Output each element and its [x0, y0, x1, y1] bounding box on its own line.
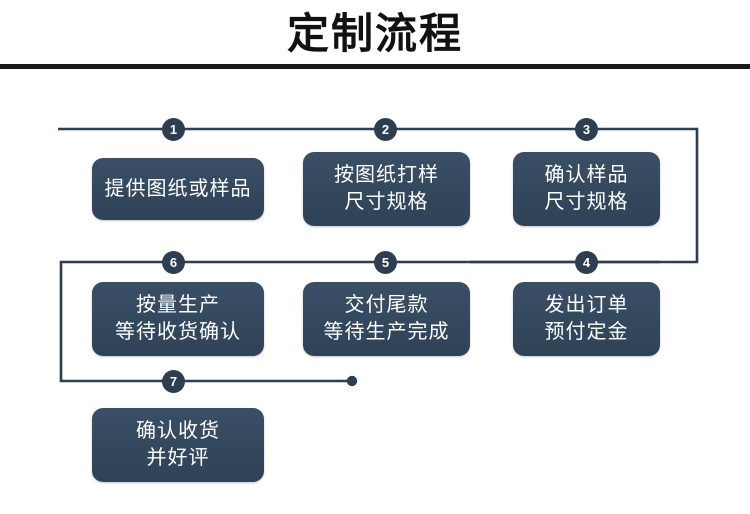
step-box-5-line-1: 交付尾款: [344, 294, 429, 316]
step-box-5-line-2: 等待生产完成: [323, 321, 450, 343]
step-box-2-line-1: 按图纸打样: [334, 164, 439, 186]
step-box-7-line-1: 确认收货: [136, 420, 220, 442]
step-box-4-line-1: 发出订单: [544, 294, 629, 316]
step-badge-7: 7: [162, 370, 185, 393]
step-box-1: 提供图纸或样品: [92, 158, 264, 220]
step-box-2: 按图纸打样 尺寸规格: [303, 152, 470, 226]
step-badge-6: 6: [162, 251, 185, 274]
step-box-3-line-1: 确认样品: [544, 164, 629, 186]
flow-end-dot: [346, 375, 358, 387]
flow-diagram: 1 2 3 4 5 6 7 提供图纸或样品 按图纸打样 尺寸规格 确认样品 尺寸…: [0, 75, 750, 514]
step-box-3-line-2: 尺寸规格: [544, 191, 629, 213]
step-box-1-line-1: 提供图纸或样品: [104, 177, 252, 200]
step-box-6-line-1: 按量生产: [136, 294, 220, 316]
step-box-4: 发出订单 预付定金: [513, 282, 660, 356]
step-box-4-line-2: 预付定金: [544, 321, 629, 343]
page-title: 定制流程: [286, 10, 463, 57]
step-box-7: 确认收货 并好评: [92, 408, 264, 482]
step-box-5: 交付尾款 等待生产完成: [303, 282, 470, 356]
connector-row2: [59, 260, 660, 383]
step-box-2-line-2: 尺寸规格: [344, 191, 429, 213]
step-box-7-line-2: 并好评: [146, 447, 210, 469]
step-badge-2: 2: [374, 118, 397, 141]
step-badge-3: 3: [575, 118, 598, 141]
step-badge-5: 5: [374, 251, 397, 274]
step-box-3: 确认样品 尺寸规格: [513, 152, 660, 226]
step-badge-1: 1: [162, 118, 185, 141]
header-divider: [0, 64, 750, 69]
step-box-6: 按量生产 等待收货确认: [92, 282, 264, 356]
step-badge-4: 4: [575, 251, 598, 274]
step-box-6-line-2: 等待收货确认: [115, 321, 241, 343]
